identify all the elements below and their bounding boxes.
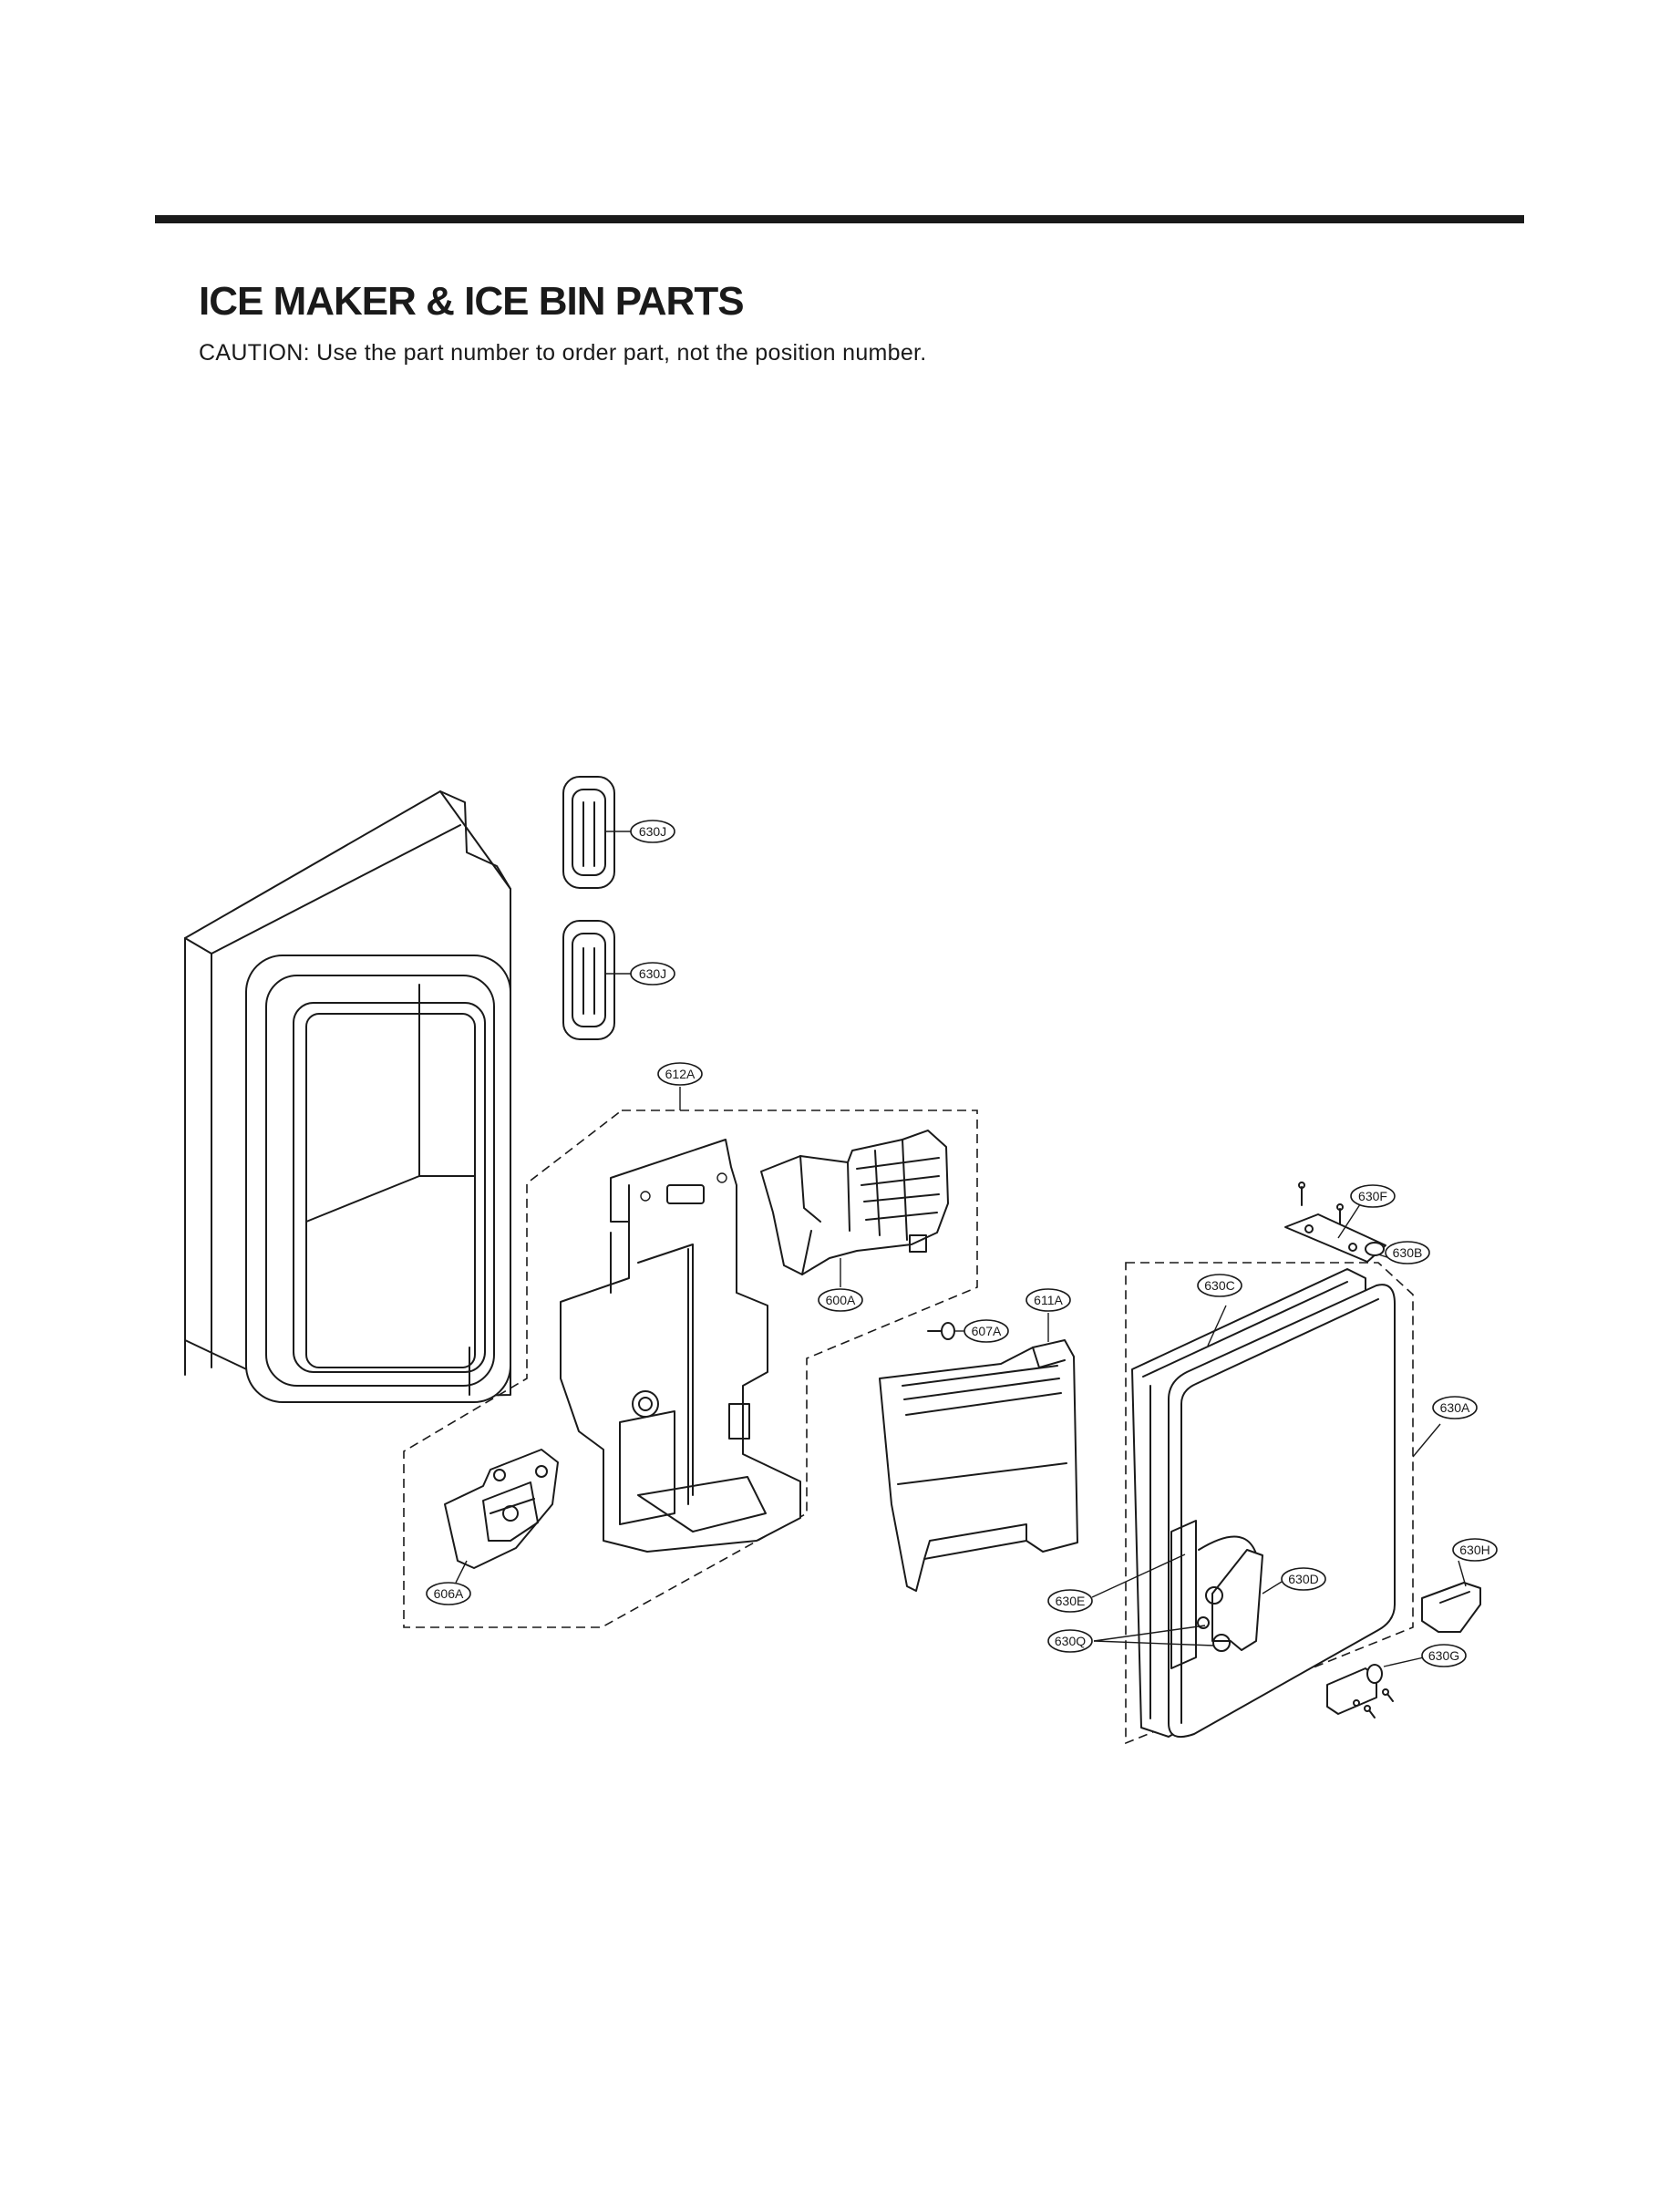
svg-text:630A: 630A (1440, 1400, 1470, 1415)
assembly-612a-boundary (403, 1109, 978, 1628)
svg-text:612A: 612A (665, 1067, 696, 1081)
svg-text:630J: 630J (639, 966, 666, 981)
label-630h: 630H (1452, 1538, 1498, 1562)
assembly-630-boundary (1125, 1262, 1414, 1745)
caution-note: CAUTION: Use the part number to order pa… (199, 340, 927, 366)
svg-text:630E: 630E (1056, 1594, 1086, 1608)
svg-text:606A: 606A (434, 1586, 464, 1601)
label-630f: 630F (1350, 1184, 1396, 1208)
svg-text:630J: 630J (639, 824, 666, 839)
svg-text:630C: 630C (1204, 1278, 1234, 1293)
label-630j-bottom: 630J (630, 962, 675, 986)
svg-text:630F: 630F (1358, 1189, 1387, 1203)
page-title: ICE MAKER & ICE BIN PARTS (199, 279, 745, 324)
hinge-630g-drawing (1326, 1656, 1425, 1718)
svg-text:611A: 611A (1034, 1293, 1063, 1307)
hinge-630d-drawing (1091, 1549, 1283, 1652)
label-630b: 630B (1385, 1241, 1430, 1264)
svg-text:630H: 630H (1459, 1543, 1489, 1557)
label-630g: 630G (1421, 1644, 1467, 1667)
label-630q: 630Q (1047, 1629, 1093, 1653)
label-611a: 611A (1026, 1288, 1071, 1312)
ice-maker-600a-drawing (760, 1130, 949, 1287)
bracket-612a-drawing (560, 1139, 801, 1553)
label-607a: 607A (964, 1319, 1009, 1343)
label-630a: 630A (1432, 1396, 1478, 1419)
svg-text:630B: 630B (1393, 1245, 1423, 1260)
label-630c: 630C (1197, 1274, 1242, 1297)
label-600a: 600A (818, 1288, 863, 1312)
bin-door-630a-drawing (1131, 1268, 1396, 1738)
guide-606a-drawing (444, 1449, 559, 1584)
label-630e: 630E (1047, 1589, 1093, 1613)
svg-text:630D: 630D (1288, 1572, 1318, 1586)
cushion-630j-bottom-drawing (562, 920, 634, 1040)
label-630j-top: 630J (630, 820, 675, 843)
label-606a: 606A (426, 1582, 471, 1605)
part-630h-drawing (1421, 1560, 1481, 1633)
svg-text:607A: 607A (972, 1324, 1002, 1338)
svg-text:630G: 630G (1428, 1648, 1459, 1663)
screw-607a-drawing (927, 1322, 964, 1340)
svg-text:630Q: 630Q (1055, 1634, 1086, 1648)
cover-611a-drawing (879, 1313, 1078, 1592)
svg-text:600A: 600A (826, 1293, 856, 1307)
hinge-630f-drawing (1284, 1182, 1403, 1263)
cushion-630j-top-drawing (562, 776, 634, 889)
door-liner-drawing (184, 790, 511, 1403)
label-630d: 630D (1281, 1567, 1326, 1591)
top-rule (155, 215, 1524, 223)
label-612a: 612A (657, 1062, 703, 1086)
